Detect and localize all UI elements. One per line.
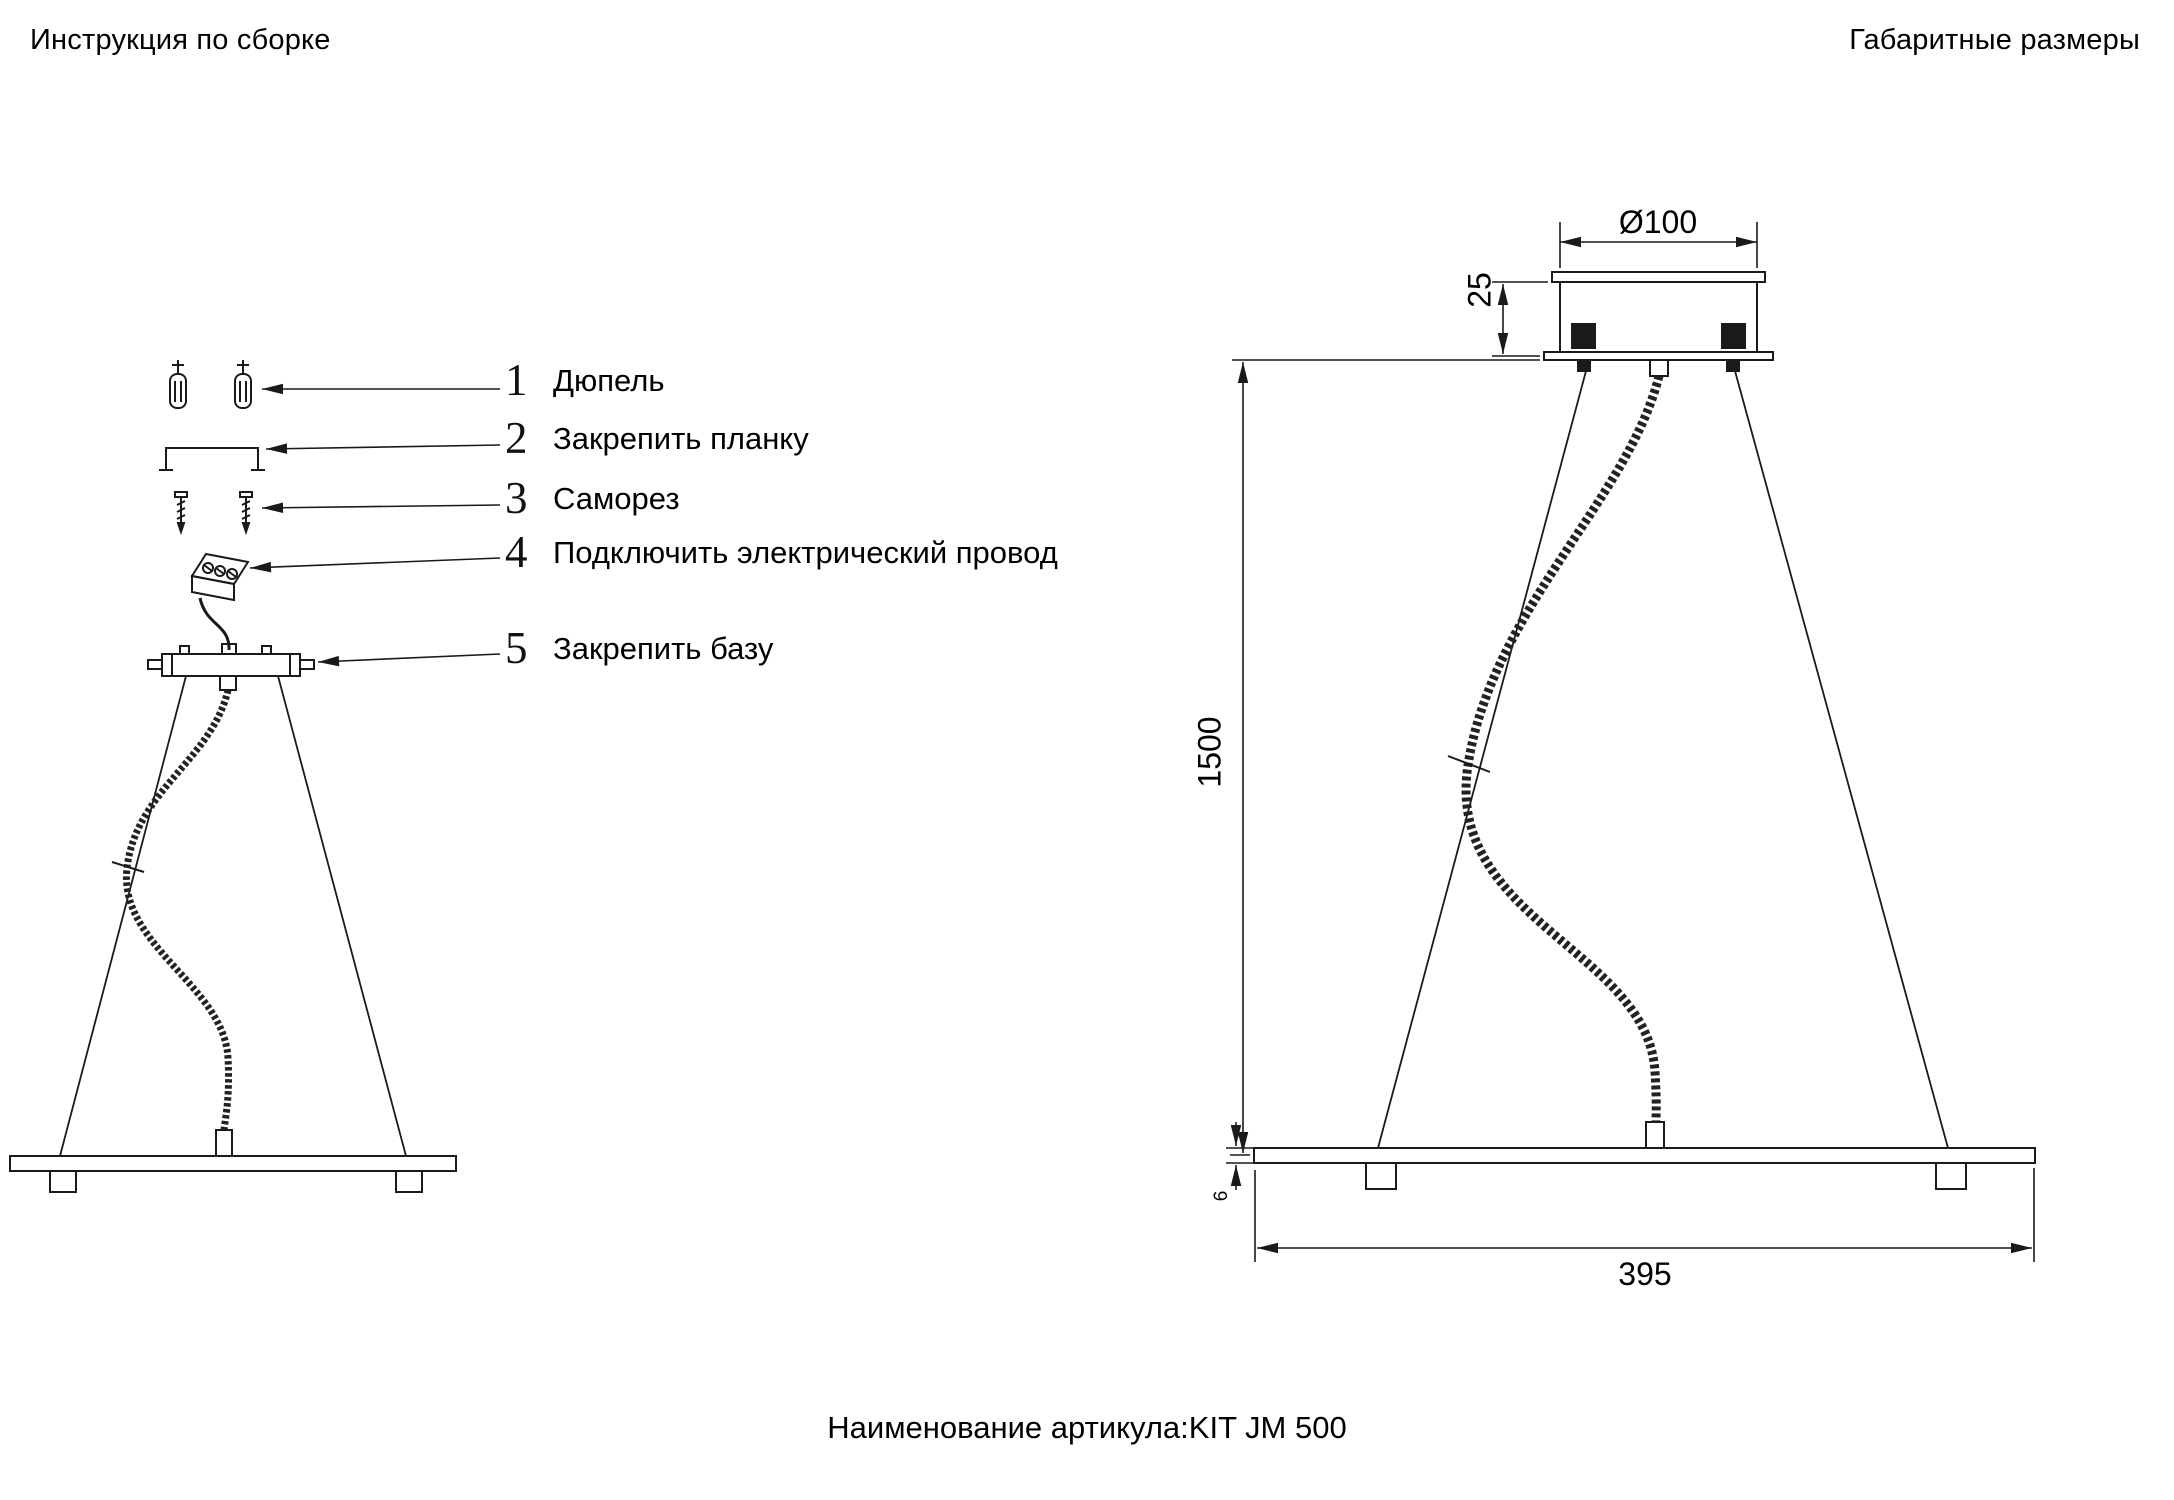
step-number: 4 xyxy=(505,527,528,577)
bar-foot-left xyxy=(1365,1162,1397,1190)
mounting-bracket-drawing xyxy=(159,447,265,471)
cable-connector xyxy=(1645,1121,1665,1149)
assembly-step-5: 5 Закрепить базу xyxy=(505,626,773,671)
dimension-lines xyxy=(1226,222,2035,1262)
step-number: 2 xyxy=(505,413,528,463)
bar-foot-left xyxy=(49,1170,77,1193)
step-label: Подключить электрический провод xyxy=(553,534,1058,570)
base-drawing xyxy=(147,643,315,691)
dim-diameter-label: Ø100 xyxy=(1618,204,1698,240)
assembly-step-3: 3 Саморез xyxy=(505,476,680,521)
page-title-right: Габаритные размеры xyxy=(1849,24,2140,56)
screws-drawing xyxy=(174,491,253,536)
leader-line-5 xyxy=(317,653,501,667)
coiled-cable xyxy=(123,689,233,1131)
step-label: Закрепить базу xyxy=(553,630,774,666)
suspension-wire-right xyxy=(1734,370,1949,1149)
bar-foot-right xyxy=(395,1170,423,1193)
cable-clamp xyxy=(111,861,145,873)
assembly-step-1: 1 Дюпель xyxy=(505,358,664,403)
bottom-bar xyxy=(1253,1147,2036,1164)
assembly-step-2: 2 Закрепить планку xyxy=(505,416,809,461)
dim-canopy-height-label: 25 xyxy=(1461,272,1498,308)
assembly-step-4: 4 Подключить электрический провод xyxy=(505,530,1058,575)
cable-connector xyxy=(215,1129,233,1157)
suspension-wire-left xyxy=(59,675,187,1157)
dim-bar-thickness-label: 6 xyxy=(1211,1190,1232,1202)
step-number: 1 xyxy=(505,355,528,405)
coiled-cable xyxy=(1461,374,1664,1123)
pendant-assembly-left xyxy=(9,675,457,1193)
step-label: Саморез xyxy=(553,480,680,516)
suspension-wire-left xyxy=(1377,370,1587,1149)
dim-bar-width-label: 395 xyxy=(1618,1256,1672,1292)
step-label: Дюпель xyxy=(553,362,665,398)
article-name: Наименование артикула:KIT JM 500 xyxy=(827,1410,1347,1445)
canopy-drawing xyxy=(1543,271,1774,377)
step-label: Закрепить планку xyxy=(553,420,809,456)
step-number: 3 xyxy=(505,473,528,523)
dimension-drawing xyxy=(1226,222,2036,1262)
dim-drop-height-label: 1500 xyxy=(1191,716,1228,788)
cable-clamp xyxy=(1447,755,1491,773)
dowels-drawing xyxy=(169,360,252,409)
terminal-block-drawing xyxy=(190,552,250,651)
step-number: 5 xyxy=(505,623,528,673)
suspension-wire-right xyxy=(277,675,407,1157)
page-title-left: Инструкция по сборке xyxy=(30,24,331,56)
leader-line-4 xyxy=(249,557,501,573)
bar-foot-right xyxy=(1935,1162,1967,1190)
bottom-bar xyxy=(9,1155,457,1172)
assembly-drawing xyxy=(9,360,501,1193)
leader-line-2 xyxy=(265,443,501,454)
leader-line-3 xyxy=(261,502,501,513)
